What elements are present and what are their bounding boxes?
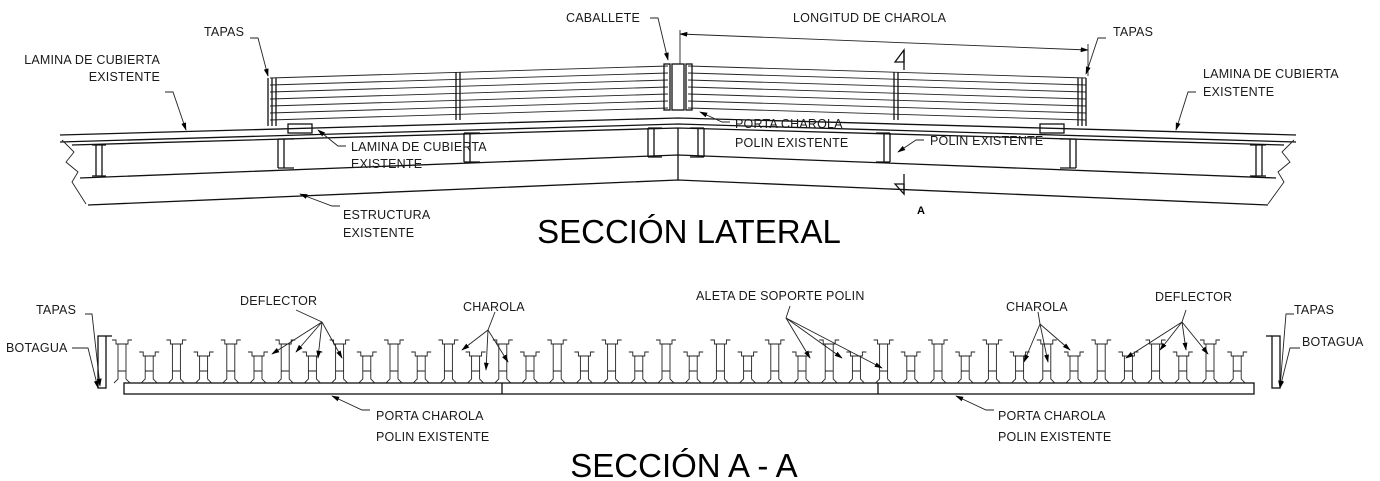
label-porta-charola: PORTA CHAROLA: [735, 117, 843, 131]
lateral-charola-left: [267, 63, 671, 126]
label-aa-porta-right-2: POLIN EXISTENTE: [998, 430, 1111, 444]
lateral-leaders: [165, 17, 1196, 207]
charola-profile: [356, 351, 377, 384]
title-seccion-lateral: SECCIÓN LATERAL: [537, 213, 841, 250]
label-aa-aleta: ALETA DE SOPORTE POLIN: [696, 289, 865, 303]
longitud-dimension: [679, 30, 1089, 76]
label-lamina-left-2: EXISTENTE: [89, 70, 160, 84]
charola-profile: [329, 339, 350, 384]
label-aa-deflector-left: DEFLECTOR: [240, 294, 317, 308]
charola-profile: [520, 351, 540, 384]
charola-profile: [166, 339, 187, 384]
charola-profile: [438, 339, 459, 384]
charola-profile: [819, 339, 840, 384]
lateral-charola-right: [671, 63, 1087, 126]
aa-botagua-plates: [97, 335, 1281, 389]
section-mark-letter: A: [917, 205, 925, 217]
charola-profile: [1145, 339, 1166, 384]
charola-profile: [955, 351, 976, 384]
label-aa-porta-right-1: PORTA CHAROLA: [998, 409, 1106, 423]
charola-profile: [601, 339, 622, 384]
label-aa-botagua-left: BOTAGUA: [6, 341, 68, 355]
charola-profile: [710, 339, 731, 384]
charola-profile: [1091, 339, 1112, 384]
charola-profile: [873, 339, 894, 384]
label-polin-existente-right: POLIN EXISTENTE: [930, 134, 1043, 148]
label-polin-existente-center: POLIN EXISTENTE: [735, 136, 848, 150]
charola-profile: [928, 339, 948, 384]
label-estructura-2: EXISTENTE: [343, 226, 414, 240]
lateral-purlins: [92, 127, 1266, 177]
charola-profile: [628, 351, 649, 384]
label-aa-charola-left: CHAROLA: [463, 300, 525, 314]
charola-profile: [275, 339, 296, 384]
label-aa-tapas-left: TAPAS: [36, 303, 76, 317]
label-aa-botagua-right: BOTAGUA: [1302, 335, 1364, 349]
charola-profile: [1036, 339, 1057, 384]
charola-profile: [1009, 351, 1030, 384]
label-lamina-right-1: LAMINA DE CUBIERTA: [1203, 67, 1339, 81]
charola-profile: [1064, 351, 1084, 384]
label-aa-charola-right: CHAROLA: [1006, 300, 1068, 314]
aa-charola-profiles: [112, 339, 1248, 384]
title-seccion-a-a: SECCIÓN A - A: [570, 447, 797, 481]
label-lamina-right-2: EXISTENTE: [1203, 85, 1274, 99]
charola-profile: [737, 351, 758, 384]
label-aa-tapas-right: TAPAS: [1294, 303, 1334, 317]
charola-profile: [547, 339, 568, 384]
label-lamina-mid-2: EXISTENTE: [351, 157, 422, 171]
charola-profile: [574, 351, 595, 384]
label-aa-porta-left-2: POLIN EXISTENTE: [376, 430, 489, 444]
charola-profile: [846, 351, 867, 384]
charola-profile: [465, 351, 486, 384]
charola-profile: [112, 339, 132, 384]
charola-profile: [411, 351, 432, 384]
charola-profile: [302, 351, 323, 384]
aa-leaders: [72, 305, 1300, 411]
charola-profile: [1172, 351, 1193, 384]
charola-profile: [900, 351, 921, 384]
charola-profile: [683, 351, 704, 384]
label-estructura-1: ESTRUCTURA: [343, 208, 431, 222]
section-cut-mark: A: [893, 48, 925, 217]
charola-profile: [139, 351, 160, 384]
charola-profile: [1227, 351, 1248, 384]
charola-profile: [764, 339, 785, 384]
lateral-roof-structure: [59, 117, 1297, 206]
label-longitud-charola: LONGITUD DE CHAROLA: [793, 11, 947, 25]
charola-profile: [492, 339, 513, 384]
charola-profile: [1200, 339, 1220, 384]
label-tapas-left: TAPAS: [204, 25, 244, 39]
label-tapas-right: TAPAS: [1113, 25, 1153, 39]
label-lamina-left-1: LAMINA DE CUBIERTA: [24, 53, 160, 67]
lateral-cover-plates: [287, 123, 1065, 134]
label-aa-porta-left-1: PORTA CHAROLA: [376, 409, 484, 423]
charola-profile: [656, 339, 676, 384]
label-caballete: CABALLETE: [566, 11, 640, 25]
charola-profile: [384, 339, 404, 384]
charola-profile: [220, 339, 241, 384]
charola-profile: [193, 351, 214, 384]
charola-profile: [792, 351, 812, 384]
label-lamina-mid-1: LAMINA DE CUBIERTA: [351, 140, 487, 154]
charola-profile: [982, 339, 1003, 384]
charola-profile: [248, 351, 268, 384]
aa-porta-charola-beam: [123, 382, 1255, 395]
label-aa-deflector-right: DEFLECTOR: [1155, 290, 1232, 304]
